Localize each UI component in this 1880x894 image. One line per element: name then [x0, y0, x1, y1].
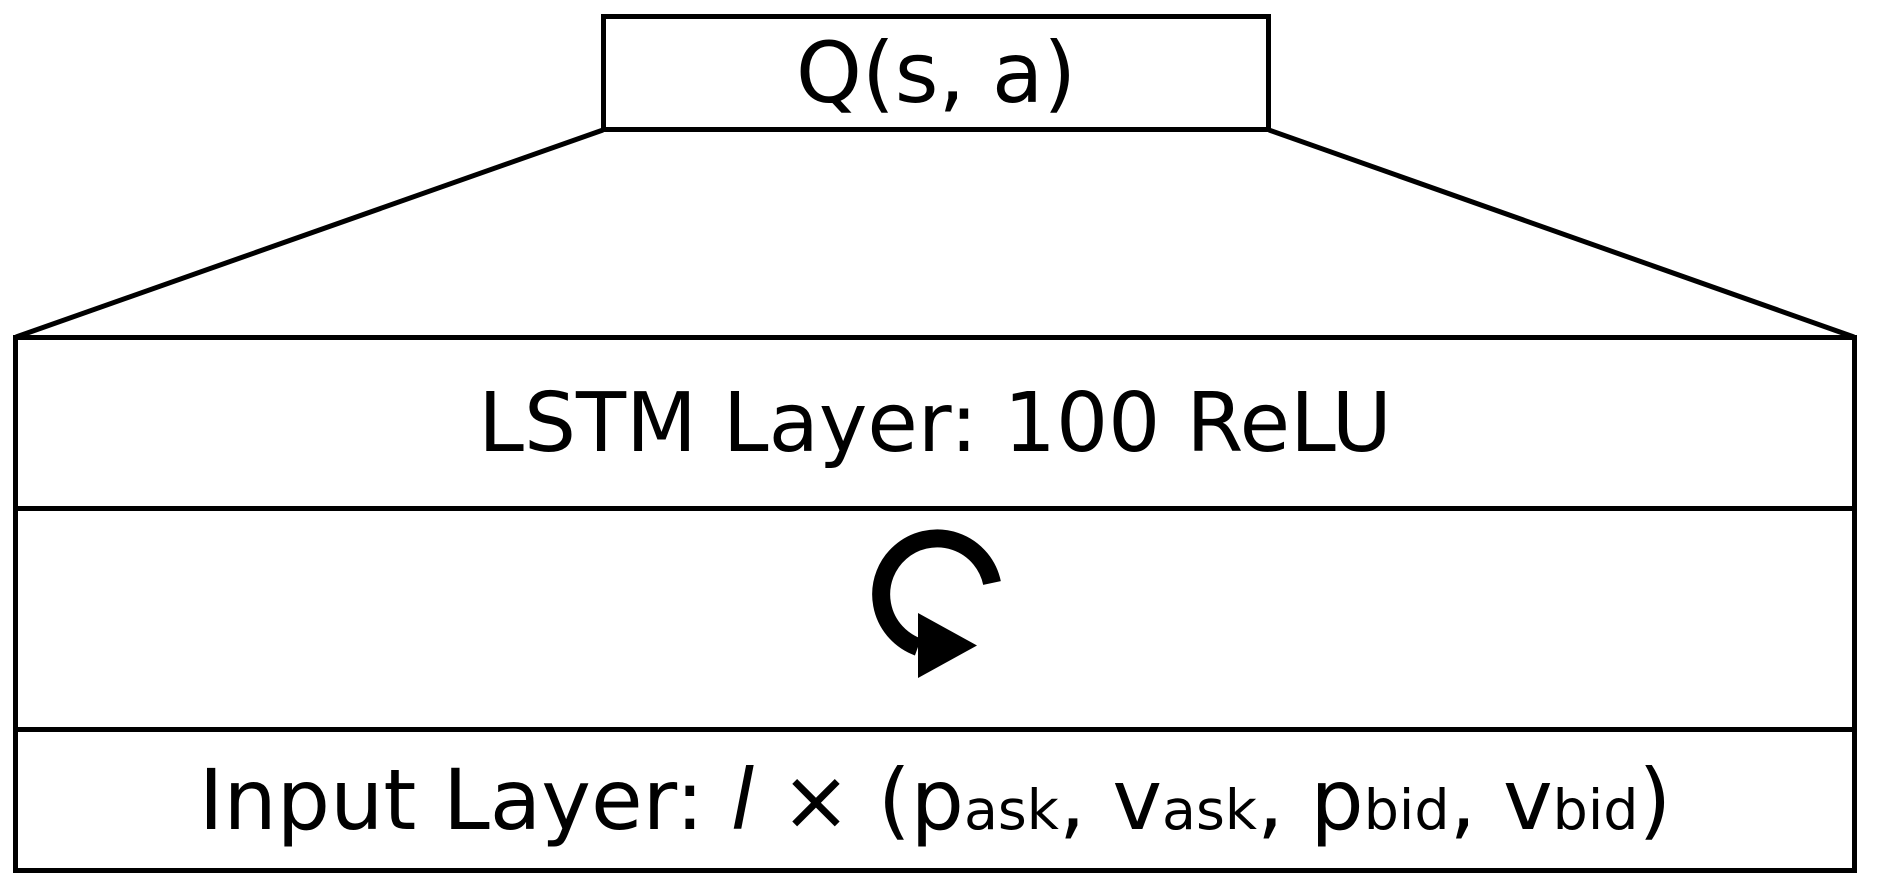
q-value-output-box: Q(s, a): [601, 14, 1271, 132]
loop-arc: [872, 529, 1001, 656]
feature-v-ask: v: [1112, 751, 1163, 849]
left-funnel-line: [15, 127, 604, 340]
right-funnel-line: [1268, 127, 1855, 340]
close-paren: ): [1638, 751, 1672, 849]
times-symbol: ×: [754, 751, 878, 849]
feature-p-ask-subscript: ask: [963, 779, 1059, 844]
loop-arrowhead: [918, 613, 977, 678]
recurrent-loop-arrow-icon: [872, 529, 1001, 678]
feature-p-bid: p: [1310, 751, 1364, 849]
feature-separator: ,: [1058, 751, 1113, 849]
feature-v-bid-subscript: bid: [1552, 779, 1639, 844]
lstm-layer-row: LSTM Layer: 100 ReLU: [18, 340, 1852, 506]
feature-separator: ,: [1449, 751, 1503, 849]
input-layer-label: Input Layer:: [198, 751, 731, 849]
lstm-layer-label: LSTM Layer: 100 ReLU: [478, 375, 1392, 471]
feature-p-ask: p: [910, 751, 964, 849]
feature-separator: ,: [1257, 751, 1311, 849]
feature-v-bid: v: [1502, 751, 1553, 849]
sequence-length-variable: l: [730, 751, 755, 849]
q-value-label: Q(s, a): [795, 24, 1077, 122]
feature-v-ask-subscript: ask: [1162, 779, 1257, 844]
open-paren: (: [877, 751, 911, 849]
feature-p-bid-subscript: bid: [1363, 779, 1450, 844]
recurrence-row: [18, 506, 1852, 727]
network-stack-box: LSTM Layer: 100 ReLU Input Layer: l × (p…: [13, 335, 1857, 873]
